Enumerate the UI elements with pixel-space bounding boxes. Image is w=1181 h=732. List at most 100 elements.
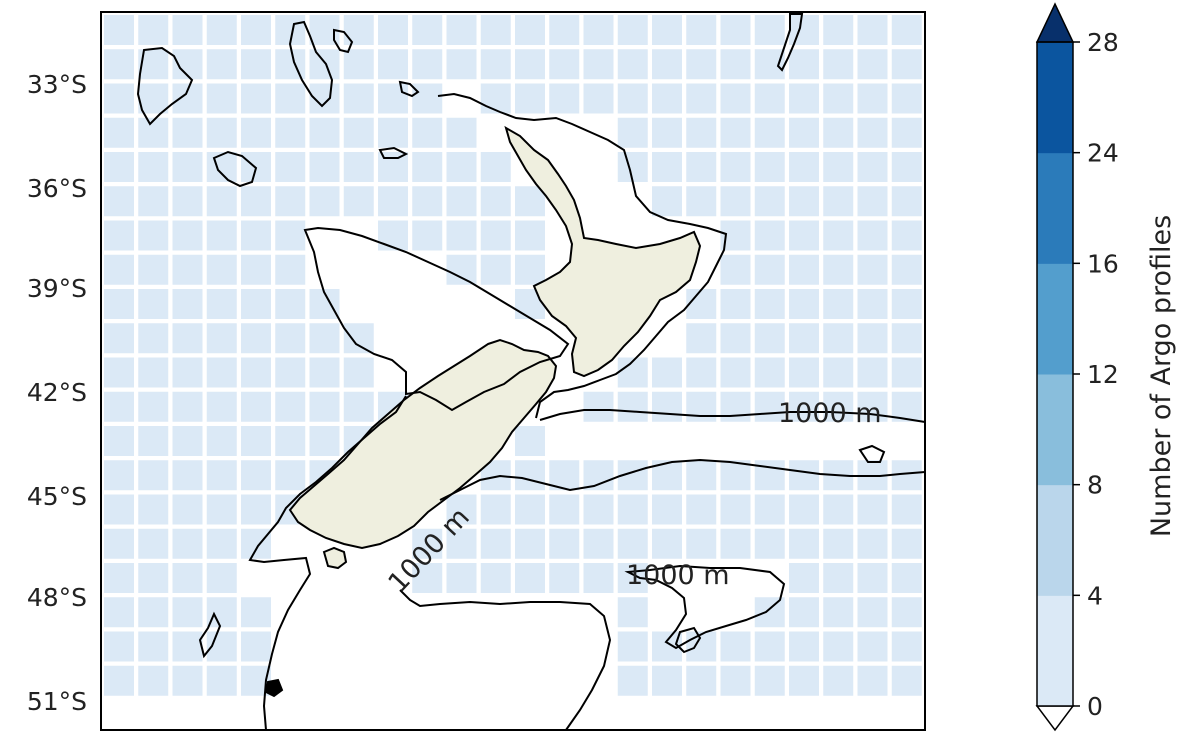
grid-cell (172, 152, 203, 182)
grid-cell (172, 665, 203, 696)
grid-cell (686, 15, 717, 45)
grid-cell (823, 117, 854, 148)
grid-cell (104, 152, 134, 182)
grid-cell (515, 460, 545, 491)
grid-cell (754, 357, 785, 388)
grid-cell (241, 117, 271, 148)
grid-cell (686, 49, 717, 80)
grid-cell (891, 528, 922, 559)
grid-cell (138, 426, 169, 456)
grid-cell (789, 460, 819, 491)
grid-cell (891, 665, 922, 696)
grid-cell (857, 357, 888, 388)
grid-cell (823, 186, 854, 217)
grid-cell (138, 563, 169, 593)
grid-cell (617, 665, 648, 696)
grid-cell (720, 186, 751, 217)
grid-cell (104, 323, 134, 354)
grid-cell (104, 254, 134, 285)
map-frame (100, 11, 926, 731)
grid-cell (172, 426, 203, 456)
colorbar-tick-label: 16 (1087, 249, 1119, 278)
grid-cell (720, 49, 751, 80)
grid-cell (823, 563, 854, 593)
grid-cell (720, 254, 751, 285)
grid-cell (206, 426, 237, 456)
colorbar-segment (1037, 42, 1073, 154)
grid-cell (343, 152, 374, 182)
grid-cell (343, 323, 374, 354)
grid-cell (789, 528, 819, 559)
grid-cell (549, 15, 580, 45)
grid-cell (891, 15, 922, 45)
grid-cell (104, 426, 134, 456)
grid-cell (891, 631, 922, 662)
grid-cell (823, 15, 854, 45)
grid-cell (206, 460, 237, 491)
grid-cell (583, 49, 614, 80)
grid-cell (891, 357, 922, 388)
grid-cell (823, 631, 854, 662)
grid-cell (206, 289, 237, 319)
grid-cell (857, 391, 888, 422)
grid-cell (857, 494, 888, 525)
colorbar-tick-label: 4 (1087, 581, 1103, 610)
grid-cell (241, 494, 271, 525)
grid-cell (172, 117, 203, 148)
grid-cell (275, 186, 306, 217)
grid-cell (686, 83, 717, 114)
grid-cell (104, 220, 134, 251)
grid-cell (309, 357, 340, 388)
grid-cell (138, 357, 169, 388)
grid-cell (241, 49, 271, 80)
grid-cell (206, 83, 237, 114)
island-outline (776, 13, 804, 72)
grid-cell (686, 117, 717, 148)
grid-cell (275, 460, 306, 491)
grid-cell (138, 220, 169, 251)
grid-cell (138, 289, 169, 319)
grid-cell (172, 323, 203, 354)
grid-cell (309, 391, 340, 422)
grid-cell (754, 15, 785, 45)
latitude-tick-label: 36°S (27, 174, 87, 203)
grid-cell (206, 220, 237, 251)
colorbar-tick-label: 24 (1087, 139, 1119, 168)
grid-cell (754, 494, 785, 525)
grid-cell (823, 152, 854, 182)
grid-cell (754, 665, 785, 696)
grid-cell (446, 152, 477, 182)
grid-cell (309, 323, 340, 354)
grid-cell (891, 323, 922, 354)
grid-cell (789, 391, 819, 422)
grid-cell (172, 528, 203, 559)
grid-cell (686, 494, 717, 525)
depth-contour (437, 92, 728, 419)
grid-cell (857, 289, 888, 319)
grid-cell (857, 220, 888, 251)
grid-cell (686, 665, 717, 696)
grid-cell (515, 220, 545, 251)
grid-cell (789, 49, 819, 80)
colorbar-extend-max (1035, 2, 1075, 43)
grid-cell (138, 460, 169, 491)
grid-cell (138, 15, 169, 45)
colorbar-tick-label: 12 (1087, 360, 1119, 389)
grid-cell (823, 323, 854, 354)
colorbar-segment (1037, 374, 1073, 486)
grid-cell (480, 220, 511, 251)
grid-cell (857, 597, 888, 628)
island-outline (674, 626, 702, 654)
grid-cell (857, 15, 888, 45)
grid-cell (206, 117, 237, 148)
grid-cell (823, 49, 854, 80)
grid-cell (104, 631, 134, 662)
grid-cell (446, 15, 477, 45)
grid-cell (583, 528, 614, 559)
grid-cell (754, 289, 785, 319)
island-outline (264, 678, 284, 698)
grid-cell (686, 528, 717, 559)
grid-cell (720, 83, 751, 114)
grid-cell (480, 49, 511, 80)
grid-cell (823, 83, 854, 114)
